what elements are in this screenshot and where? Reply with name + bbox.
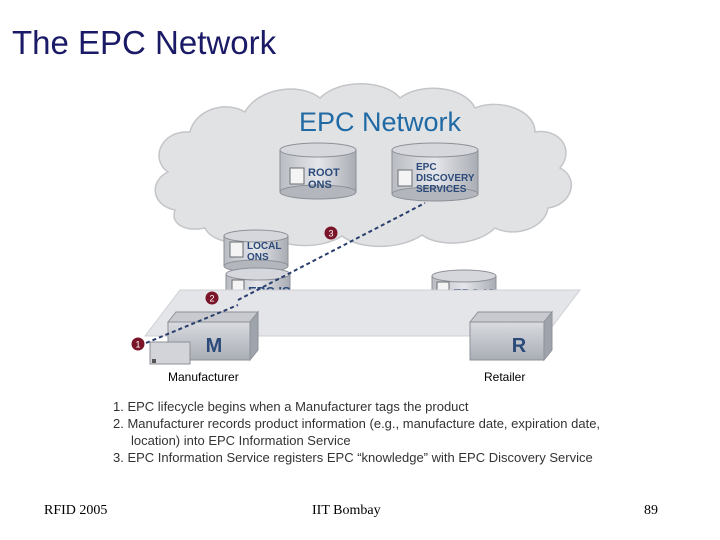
local-ons-node: LOCAL ONS <box>223 229 289 273</box>
manufacturer-building: M <box>149 310 260 365</box>
note-item-2-continuation: location) into EPC Information Service <box>131 433 351 448</box>
discovery-services-node: EPC DISCOVERY SERVICES <box>391 142 479 202</box>
local-ons-label-line2: ONS <box>247 252 269 263</box>
document-icon <box>229 241 244 258</box>
process-notes: 1. EPC lifecycle begins when a Manufactu… <box>113 398 673 466</box>
slide-title: The EPC Network <box>12 24 277 61</box>
local-ons-label-line1: LOCAL <box>247 241 281 252</box>
cloud-title: EPC Network <box>299 107 462 137</box>
discovery-label-line3: SERVICES <box>416 184 467 195</box>
rfid-tag <box>152 359 156 363</box>
product-box <box>149 341 191 365</box>
footer-center: IIT Bombay <box>312 503 381 518</box>
note-item-3: 3. EPC Information Service registers EPC… <box>113 450 593 465</box>
retailer-letter: R <box>512 335 527 357</box>
page-number: 89 <box>644 503 658 518</box>
step-badge-2: 2 <box>205 291 219 305</box>
discovery-label-line2: DISCOVERY <box>416 173 475 184</box>
retailer-building: R <box>468 310 554 362</box>
flow-line-is-to-discovery <box>237 202 426 301</box>
manufacturer-label: Manufacturer <box>168 370 239 384</box>
footer-left: RFID 2005 <box>44 503 108 518</box>
manufacturer-letter: M <box>206 335 223 357</box>
svg-text:3: 3 <box>328 229 333 239</box>
document-icon <box>289 167 305 185</box>
epc-network-diagram: EPC Network ROOT ONS EPC DISCOVERY SERVI… <box>131 83 582 384</box>
root-ons-label-line2: ONS <box>308 179 332 191</box>
svg-text:2: 2 <box>209 294 214 304</box>
document-icon <box>397 169 413 187</box>
note-item-2: 2. Manufacturer records product informat… <box>113 416 601 431</box>
step-badge-3: 3 <box>324 226 338 240</box>
epc-network-cloud <box>154 83 572 248</box>
note-item-1: 1. EPC lifecycle begins when a Manufactu… <box>113 399 469 414</box>
svg-text:1: 1 <box>135 340 140 350</box>
discovery-label-line1: EPC <box>416 162 437 173</box>
root-ons-label-line1: ROOT <box>308 167 340 179</box>
retailer-label: Retailer <box>484 370 525 384</box>
root-ons-node: ROOT ONS <box>279 142 357 200</box>
flow-line-tag-to-is <box>145 304 239 344</box>
step-badge-1: 1 <box>131 337 145 351</box>
